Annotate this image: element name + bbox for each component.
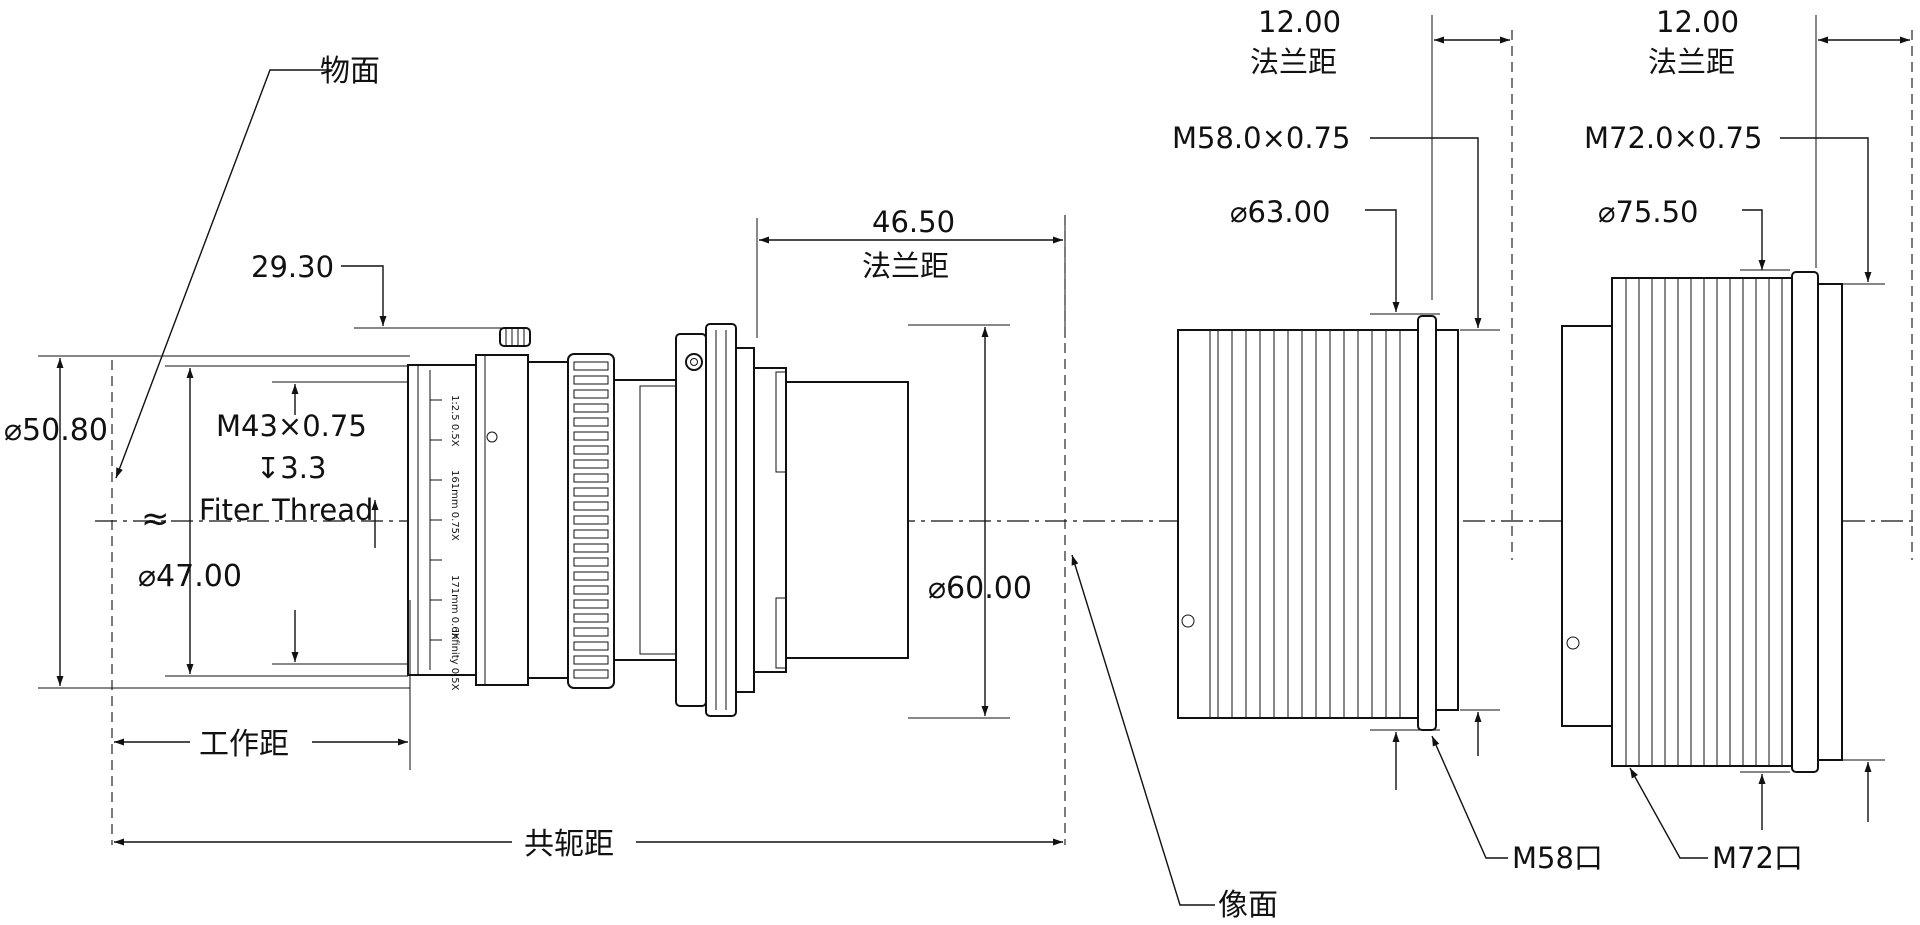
working-distance-label: 工作距 xyxy=(199,727,289,762)
lock-knob xyxy=(499,327,531,347)
knurl-tooth xyxy=(573,515,609,525)
dim-46-50: 46.50 xyxy=(872,205,955,239)
m72-tube-body xyxy=(1611,277,1795,767)
main-lens xyxy=(407,323,909,717)
m58-tube-screw xyxy=(1181,614,1195,628)
lens-mark-4: Infinity 0.5X xyxy=(449,630,460,691)
knurl-tooth xyxy=(573,599,609,609)
m58-tube-body xyxy=(1177,329,1421,719)
rear-barrel xyxy=(613,379,677,661)
dim-thread-m43: M43×0.75 xyxy=(216,409,367,443)
scale-ticks xyxy=(430,399,442,641)
dim-thread-depth: ↧3.3 xyxy=(256,451,326,485)
dim-29-30: 29.30 xyxy=(251,250,334,284)
approx-symbol: ≈ xyxy=(141,499,170,539)
knurl-tooth xyxy=(573,403,609,413)
filter-thread-label: Fiter Thread xyxy=(199,493,373,527)
knurl-tooth xyxy=(573,445,609,455)
knurl-tooth xyxy=(573,641,609,651)
knurl-tooth xyxy=(573,473,609,483)
knurl-tooth xyxy=(573,557,609,567)
m58-port-label: M58口 xyxy=(1512,841,1603,875)
m72-tube-screw xyxy=(1566,636,1580,650)
knurl-tooth xyxy=(573,529,609,539)
knurl-tooth xyxy=(573,459,609,469)
knurl-tooth xyxy=(573,585,609,595)
lens-mark-1: 1:2.5 0.5X xyxy=(449,395,460,447)
knurl-tooth xyxy=(573,501,609,511)
dim-dia-63-00: ⌀63.00 xyxy=(1230,195,1330,229)
knurl-tooth xyxy=(573,613,609,623)
lens-mark-2: 161mm 0.75X xyxy=(449,470,460,541)
dim-dia-60-00: ⌀60.00 xyxy=(928,571,1032,606)
knurl-pattern xyxy=(573,361,609,679)
knurl-tooth xyxy=(573,627,609,637)
image-plane-label: 像面 xyxy=(1218,888,1278,923)
dim-dia-50-80: ⌀50.80 xyxy=(4,413,108,448)
m72-tube xyxy=(1561,271,1843,773)
knurl-tooth xyxy=(573,431,609,441)
m58-tube-flange xyxy=(1417,315,1437,731)
knurl-tooth xyxy=(573,655,609,665)
m58-tube xyxy=(1177,315,1459,731)
knurl-tooth xyxy=(573,389,609,399)
lens-body xyxy=(475,354,529,686)
mount-screw xyxy=(685,353,703,371)
knurl-tooth xyxy=(573,543,609,553)
lens-scale-marks: 1:2.5 0.5X 161mm 0.75X 171mm 0.6X Infini… xyxy=(449,395,460,691)
knurl-tooth xyxy=(573,375,609,385)
knurl-tooth xyxy=(573,361,609,371)
dim-thread-m72: M72.0×0.75 xyxy=(1584,121,1762,155)
mount-flange xyxy=(675,333,707,707)
dim-12-00-b: 12.00 xyxy=(1656,5,1739,39)
dim-dia-47-00: ⌀47.00 xyxy=(138,559,242,594)
knurl-tooth xyxy=(573,417,609,427)
mount-tail xyxy=(785,381,909,659)
flange-label-main: 法兰距 xyxy=(862,249,949,283)
dim-thread-m58: M58.0×0.75 xyxy=(1172,121,1350,155)
knurl-tooth xyxy=(573,669,609,679)
m72-tube-adapter xyxy=(1561,325,1613,727)
flange-label-m58: 法兰距 xyxy=(1250,45,1337,79)
m72-tube-flange xyxy=(1791,271,1819,773)
knurl-tooth xyxy=(573,487,609,497)
flange-label-m72: 法兰距 xyxy=(1648,45,1735,79)
object-plane-label: 物面 xyxy=(320,54,380,89)
lens-mark-3: 171mm 0.6X xyxy=(449,575,460,640)
m72-port-label: M72口 xyxy=(1712,841,1803,875)
dim-12-00-a: 12.00 xyxy=(1258,5,1341,39)
dim-dia-75-50: ⌀75.50 xyxy=(1598,195,1698,229)
conjugate-distance-label: 共轭距 xyxy=(524,827,614,862)
knurl-tooth xyxy=(573,571,609,581)
lens-screw xyxy=(486,431,498,443)
